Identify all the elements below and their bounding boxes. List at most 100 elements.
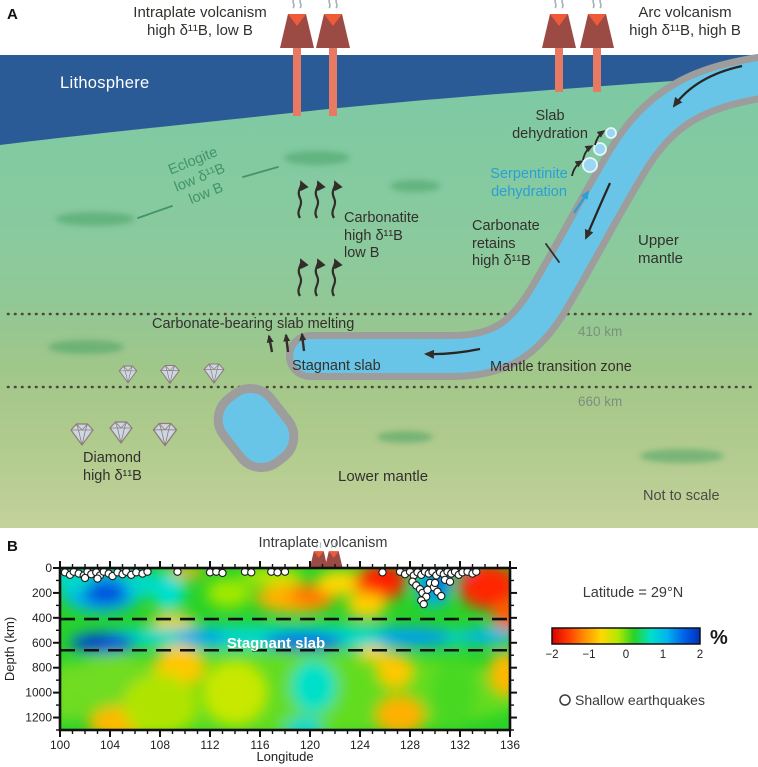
lithosphere-layer [0, 55, 758, 145]
volcano-conduits [293, 44, 601, 116]
y-axis-title: Depth (km) [2, 617, 17, 681]
depth-660-label: 660 km [578, 394, 623, 409]
intraplate-volcanism-line1: Intraplate volcanism [133, 4, 267, 21]
anomaly-blob [376, 627, 452, 648]
anomaly-blob [152, 570, 185, 611]
serpentinite-line1: Serpentinite [490, 166, 568, 182]
colorbar-tick-label: 2 [697, 649, 703, 661]
arc-volcanism-label: Arc volcanism high δ¹¹B, high B [612, 4, 758, 41]
carbonate-retains-line1: Carbonate [472, 218, 540, 234]
anomaly-blob [283, 716, 324, 730]
anomaly-blob [492, 600, 510, 631]
panel-a-schematic [0, 0, 758, 528]
anomaly-blob [376, 653, 414, 689]
earthquake-marker [378, 568, 387, 577]
earthquake-marker [93, 574, 102, 583]
anomaly-blob [488, 651, 510, 697]
anomaly-blob [80, 635, 110, 648]
arc-volcanism-line1: Arc volcanism [638, 4, 732, 21]
x-axis-title: Longitude [256, 749, 313, 764]
anomaly-blob [202, 660, 268, 726]
serpentinite-arrow [573, 190, 590, 214]
latitude-label: Latitude = 29°N [583, 585, 684, 601]
anomaly-blob [206, 577, 252, 608]
axis-ticks [53, 561, 517, 737]
anomaly-blob [428, 655, 479, 730]
diamond-label: Diamond high δ¹¹B [83, 450, 142, 485]
earthquake-legend-label: Shallow earthquakes [575, 692, 705, 708]
upper-mantle-line2: mantle [638, 250, 684, 268]
x-tick-label: 132 [450, 738, 470, 752]
not-to-scale-label: Not to scale [643, 488, 720, 504]
earthquake-marker [273, 568, 282, 577]
carbonatite-line3: low B [344, 245, 380, 262]
slab-melting-label: Carbonate-bearing slab melting [152, 316, 355, 332]
y-tick-label: 1200 [25, 711, 52, 725]
stagnant-slab-label-b: Stagnant slab [227, 635, 325, 652]
earthquake-marker [80, 573, 90, 583]
anomaly-blob [176, 629, 227, 645]
anomaly-blob [82, 580, 128, 606]
slab-dehydration-label: Slab dehydration [505, 108, 595, 143]
diamond-line1: Diamond [83, 450, 142, 466]
anomaly-blob [263, 632, 344, 651]
stagnant-slab-label-a: Stagnant slab [292, 358, 381, 374]
eclogite-blobs [48, 151, 724, 463]
x-tick-label: 100 [50, 738, 70, 752]
earthquake-marker [445, 577, 455, 586]
earthquake-legend-icon [559, 694, 571, 706]
x-tick-label: 120 [300, 738, 320, 752]
y-tick-label: 0 [45, 561, 52, 575]
anomaly-blob [122, 673, 198, 730]
earthquake-marker [247, 568, 256, 577]
carbonatite-line1: Carbonatite [344, 210, 419, 226]
earthquake-marker [419, 599, 428, 609]
panel-b-label: B [7, 538, 18, 555]
carbonate-retains-line3: high δ¹¹B [472, 253, 531, 270]
anomaly-blob [458, 568, 510, 610]
x-tick-label: 128 [400, 738, 420, 752]
slab-dehydration-line1: Slab [535, 108, 565, 124]
colorbar-tick-label: 1 [660, 649, 666, 661]
anomaly-blob [316, 570, 367, 596]
detached-slab-fragment [213, 384, 299, 472]
x-tick-label: 136 [500, 738, 520, 752]
mantle-transition-zone-label: Mantle transition zone [490, 359, 632, 375]
y-tick-label: 600 [32, 636, 52, 650]
intraplate-volcanism-label: Intraplate volcanism high δ¹¹B, low B [110, 4, 290, 41]
earthquake-marker [423, 585, 432, 594]
intraplate-volcanism-line2: high δ¹¹B, low B [147, 22, 253, 40]
x-tick-label: 108 [150, 738, 170, 752]
carbonatite-label: Carbonatite high δ¹¹B low B [344, 210, 419, 263]
arc-volcanism-line2: high δ¹¹B, high B [629, 22, 741, 40]
lower-mantle-label: Lower mantle [338, 468, 429, 485]
sky-background [0, 0, 758, 55]
slab-motion-arrows [424, 64, 743, 359]
carbonate-retains-label: Carbonate retains high δ¹¹B [472, 218, 540, 271]
leader-lines [137, 166, 560, 263]
slab-dehydration-line2: dehydration [512, 125, 588, 142]
anomaly-blob [290, 658, 338, 714]
discontinuity-dashed-lines [60, 617, 510, 652]
serpentinite-dehydration-label: Serpentinite dehydration [481, 166, 577, 201]
slab-melting-arrows [266, 332, 307, 353]
panel-a-label: A [7, 6, 18, 23]
colorbar-tick-label: 0 [623, 649, 629, 661]
x-tick-label: 104 [100, 738, 120, 752]
anomaly-blob [460, 627, 510, 645]
diamond-line2: high δ¹¹B [83, 467, 142, 484]
x-tick-label: 116 [250, 738, 269, 752]
dehydration-arrows [571, 130, 606, 177]
upper-mantle-line1: Upper [638, 232, 679, 249]
anomaly-blob [346, 592, 387, 618]
upper-mantle-label: Upper mantle [638, 232, 683, 269]
x-tick-label: 112 [200, 738, 219, 752]
anomaly-blob [60, 661, 85, 724]
y-tick-label: 800 [32, 661, 52, 675]
colorbar-tick-label: −2 [545, 649, 558, 661]
y-tick-label: 200 [32, 586, 52, 600]
